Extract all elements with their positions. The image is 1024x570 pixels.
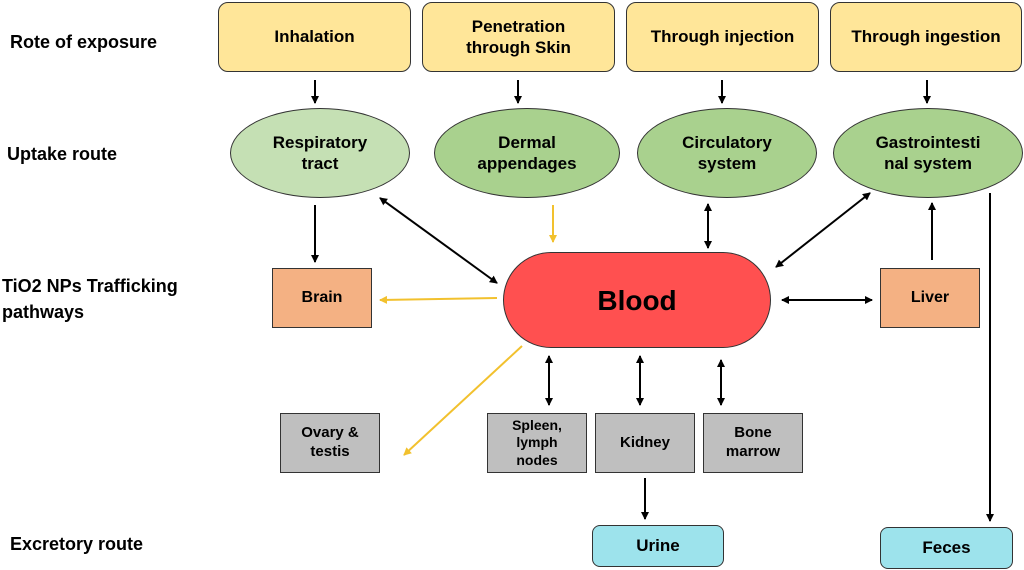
organ-kidney: Kidney — [595, 413, 695, 473]
row-label-excretory: Excretory route — [10, 534, 144, 554]
exposure-inhalation: Inhalation — [218, 2, 411, 72]
organ-bone-marrow: Bone marrow — [703, 413, 803, 473]
row-label-exposure: Rote of exposure — [10, 32, 158, 52]
arrow-blood-ovary — [403, 345, 523, 456]
exposure-ingestion: Through ingestion — [830, 2, 1022, 72]
row-label-trafficking: TiO2 NPs Trafficking pathways — [2, 276, 178, 322]
excretion-feces: Feces — [880, 527, 1013, 569]
excretion-urine: Urine — [592, 525, 724, 567]
organ-ovary-testis: Ovary & testis — [280, 413, 380, 473]
organ-liver: Liver — [880, 268, 980, 328]
arrow-respiratory-blood — [379, 197, 498, 284]
uptake-gastro: Gastrointesti nal system — [833, 108, 1023, 198]
exposure-skin: Penetration through Skin — [422, 2, 615, 72]
uptake-dermal: Dermal appendages — [434, 108, 620, 198]
uptake-respiratory: Respiratory tract — [230, 108, 410, 198]
arrow-gastro-blood — [775, 192, 871, 268]
blood-node: Blood — [503, 252, 771, 348]
uptake-circulatory: Circulatory system — [637, 108, 817, 198]
row-label-uptake: Uptake route — [7, 144, 118, 164]
arrow-blood-brain — [379, 295, 498, 304]
organ-spleen-lymph: Spleen, lymph nodes — [487, 413, 587, 473]
organ-brain: Brain — [272, 268, 372, 328]
exposure-injection: Through injection — [626, 2, 819, 72]
